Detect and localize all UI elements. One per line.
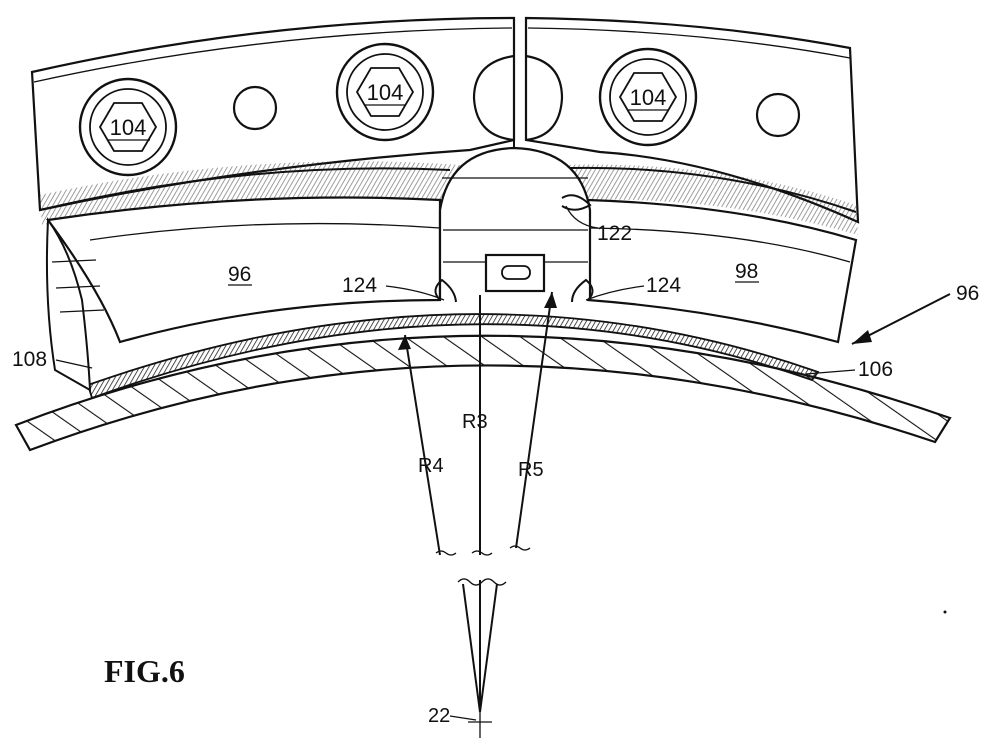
figure-caption: FIG.6 (104, 653, 185, 689)
callout-124-right: 124 (646, 274, 681, 297)
bolt-label-3: 104 (630, 85, 667, 110)
callout-22: 22 (428, 705, 450, 727)
bolt-1: 104 (78, 77, 178, 177)
callout-108: 108 (12, 348, 47, 371)
seal-layer-106 (86, 313, 820, 400)
bolt-2: 104 (335, 42, 435, 142)
textured-band-right (560, 164, 858, 235)
callout-96-assembly: 96 (956, 282, 979, 305)
bolt-label-2: 104 (367, 80, 404, 105)
split-hole (472, 54, 564, 142)
hole-1 (232, 85, 278, 131)
radius-r5-line (515, 291, 553, 549)
segment-label-left: 96 (228, 263, 251, 286)
callout-106: 106 (858, 358, 893, 381)
callout-122: 122 (597, 222, 632, 245)
notch-right (571, 278, 594, 303)
radius-r5-label: R5 (518, 459, 544, 481)
bolt-label-1: 104 (110, 115, 147, 140)
callout-124-left: 124 (342, 274, 377, 297)
radius-r3-label: R3 (462, 411, 488, 433)
radius-r4-line (404, 334, 441, 556)
radius-r4-label: R4 (418, 455, 444, 477)
hole-2 (755, 92, 801, 138)
notch-left (434, 278, 457, 303)
segment-label-right: 98 (735, 260, 758, 283)
segment-98 (586, 198, 858, 344)
bolt-3: 104 (598, 47, 698, 147)
left-end-108 (45, 217, 92, 392)
segment-96 (46, 196, 442, 344)
hatched-support-band (14, 334, 952, 452)
